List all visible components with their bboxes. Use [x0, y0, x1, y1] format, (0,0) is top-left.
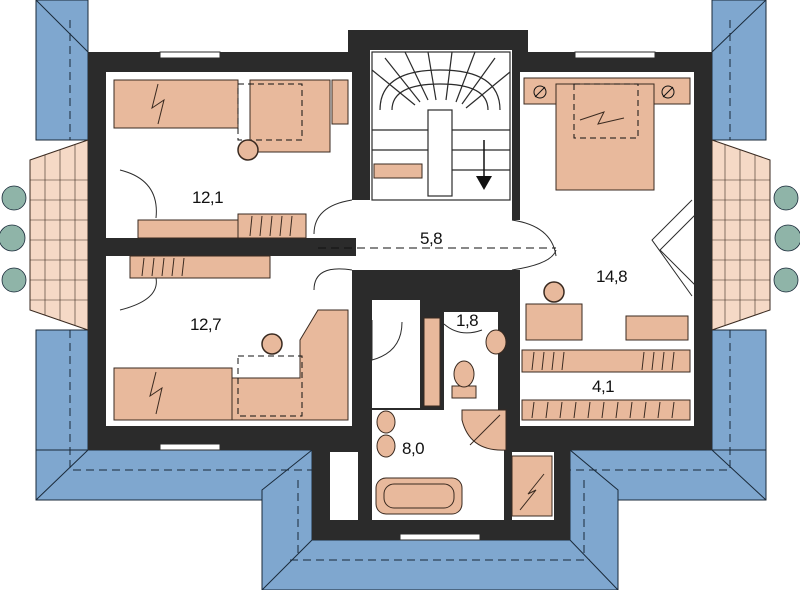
door-swing-icon	[651, 199, 701, 297]
roof-ridge	[711, 0, 767, 53]
furniture-bath	[375, 477, 463, 515]
furniture-wardrobe	[129, 255, 271, 279]
room-area-label: 4,1	[592, 377, 614, 396]
room-floor	[372, 300, 424, 408]
room-floor	[310, 196, 560, 270]
roof-ridge	[711, 449, 767, 501]
interior-wall	[352, 160, 370, 200]
room-floor	[330, 452, 358, 520]
plant-icon	[0, 185, 27, 293]
furniture-wardrobe	[137, 213, 307, 239]
roof-ridge	[35, 0, 89, 53]
interior-wall	[352, 270, 370, 450]
roof	[35, 0, 767, 590]
window-icon	[159, 51, 656, 541]
stair-landing	[373, 163, 423, 179]
roof-ridge	[35, 449, 89, 501]
furniture-desk	[237, 79, 349, 161]
room-area-label: 1,8	[456, 311, 478, 330]
roof-ridge	[261, 539, 313, 590]
door-swing-icon	[119, 169, 557, 361]
furniture-desk	[231, 309, 349, 421]
furniture-desk	[525, 281, 689, 341]
stair-arrow-icon	[476, 140, 492, 190]
roof-top-right	[711, 0, 767, 141]
interior-wall	[106, 238, 356, 256]
balcony-left	[29, 139, 89, 331]
room-area-label: 12,7	[190, 315, 221, 334]
chair-icon	[237, 139, 259, 161]
balcony-right	[711, 139, 771, 331]
interior-wall	[512, 50, 520, 220]
roof-top-left	[35, 0, 89, 141]
roof-ridge	[569, 539, 619, 590]
chair-icon	[543, 281, 565, 303]
furniture-bed	[113, 79, 239, 129]
furniture-toilet	[451, 360, 477, 399]
chair-icon	[261, 333, 283, 355]
furniture-wardrobe	[521, 349, 691, 421]
plant-icon	[773, 185, 800, 293]
room-area-label: 12,1	[192, 188, 223, 207]
furniture-cabinet	[511, 455, 553, 517]
room-area-label: 8,0	[402, 439, 424, 458]
furniture-shower	[461, 409, 507, 451]
room-area-label: 14,8	[596, 267, 627, 286]
furniture-washbasin	[376, 329, 507, 458]
furniture-bed	[113, 367, 233, 421]
roof-eave-dashes	[69, 20, 731, 561]
furniture-bed	[523, 77, 691, 191]
furniture-cabinet	[423, 317, 441, 407]
interior-wall	[498, 270, 520, 430]
room-area-label: 5,8	[420, 229, 442, 248]
